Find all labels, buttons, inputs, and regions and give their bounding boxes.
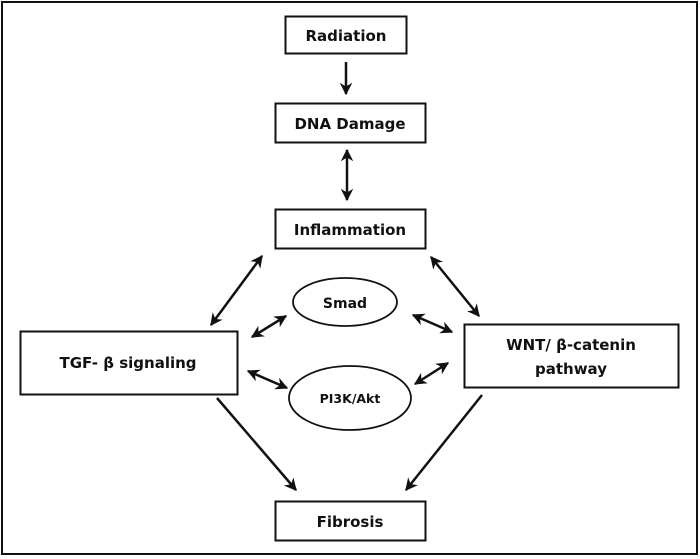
node-pi3k-akt: PI3K/Akt <box>288 365 412 431</box>
node-pi3k-label: PI3K/Akt <box>320 391 381 406</box>
node-wnt-label-line2: pathway <box>535 360 607 378</box>
arrow-tgf-beta-pi3k <box>246 369 289 390</box>
node-tgf-beta: TGF- β signaling <box>19 330 239 396</box>
node-dna-damage: DNA Damage <box>274 102 427 144</box>
node-wnt-beta-catenin: WNT/ β-catenin pathway <box>463 323 680 389</box>
arrow-tgf-beta-smad <box>250 314 288 339</box>
arrow-inflammation-tgf-beta <box>209 254 264 327</box>
node-dna-damage-label: DNA Damage <box>294 115 405 133</box>
arrow-inflammation-wnt <box>430 256 480 317</box>
arrow-pi3k-wnt <box>413 361 450 386</box>
node-wnt-label-line1: WNT/ β-catenin <box>506 336 636 354</box>
node-fibrosis-label: Fibrosis <box>317 513 384 531</box>
node-inflammation: Inflammation <box>274 208 427 250</box>
node-inflammation-label: Inflammation <box>294 221 406 239</box>
arrow-wnt-to-fibrosis <box>405 394 483 491</box>
node-smad: Smad <box>292 277 398 327</box>
arrow-smad-wnt <box>411 313 454 334</box>
node-smad-label: Smad <box>323 296 367 312</box>
node-fibrosis: Fibrosis <box>274 500 427 542</box>
node-radiation-label: Radiation <box>306 27 387 45</box>
node-radiation: Radiation <box>284 15 408 55</box>
node-tgf-beta-label: TGF- β signaling <box>59 354 196 372</box>
arrow-tgf-beta-to-fibrosis <box>216 397 297 491</box>
